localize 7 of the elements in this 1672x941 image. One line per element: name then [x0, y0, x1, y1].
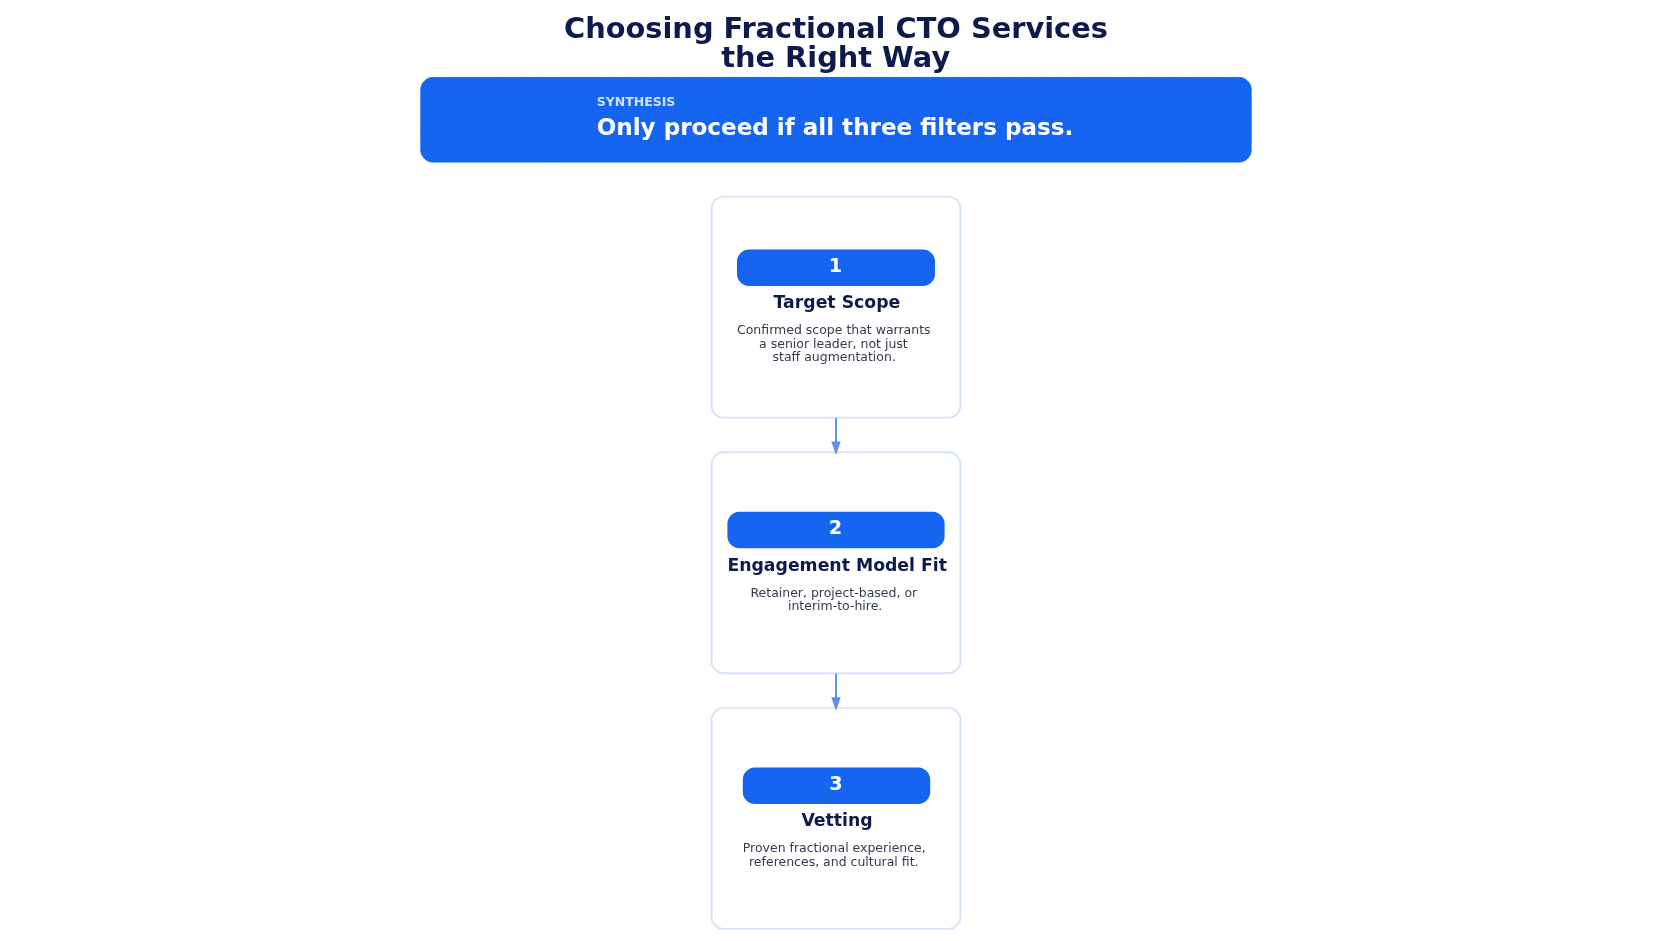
arrow [831, 672, 841, 711]
node-box: 2 Engagement Model Fit Retainer, project-based, or interim-to-hire. [710, 451, 962, 675]
node-box: SYNTHESIS Only proceed if all three filters pass. [420, 76, 1252, 163]
node-box: 1 Target Scope Confirmed scope that warrants a senior leader, not just staff augmentation. [710, 195, 962, 419]
node-box: 3 Vetting Proven fractional experience, references, and cultural fit. [710, 706, 962, 930]
diagram-title: Choosing Fractional CTO Services the Right Way [564, 11, 1108, 74]
arrow [831, 416, 841, 456]
